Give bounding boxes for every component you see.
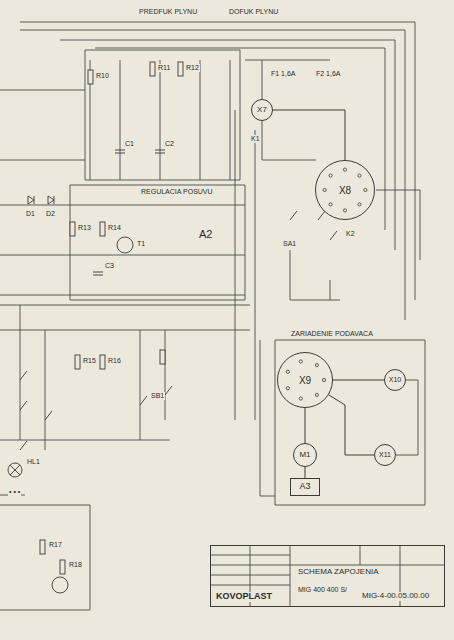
switch-contact — [20, 401, 27, 410]
part-label: SA1 — [282, 240, 297, 248]
switch-contact — [290, 211, 297, 220]
wire-connector — [273, 110, 345, 160]
part-label: R15 — [82, 357, 97, 365]
module-box: A3 — [290, 478, 320, 496]
connector-label: X10 — [389, 376, 401, 384]
connector-circle: X11 — [374, 444, 396, 466]
switch-contact — [330, 231, 337, 240]
resistor-symbol — [88, 70, 93, 84]
part-label: D1 — [25, 210, 36, 218]
part-label: K1 — [250, 135, 261, 143]
connector-circle: X9 — [277, 352, 333, 408]
switch-contact — [140, 396, 147, 405]
connector-circle: X8 — [315, 160, 375, 220]
title-text: MIG 400 400 S/ — [297, 586, 348, 594]
connector-label: X7 — [257, 106, 267, 115]
part-label: R11 — [157, 64, 171, 72]
part-label: R17 — [48, 541, 63, 549]
capacitor-symbol — [115, 150, 125, 153]
transistor-symbol — [117, 237, 133, 253]
part-label: R14 — [107, 224, 122, 232]
resistor-symbol — [150, 62, 155, 76]
capacitor-symbol — [155, 150, 165, 153]
resistor-symbol — [60, 560, 65, 574]
part-label: K2 — [345, 230, 356, 238]
part-label: • • • — [8, 488, 21, 496]
switch-contact — [165, 386, 172, 395]
part-label: DOFUK PLYNU — [228, 8, 279, 16]
block-outline — [70, 50, 245, 300]
resistor-symbol — [100, 355, 105, 369]
wire — [245, 60, 420, 300]
resistor-symbol — [75, 355, 80, 369]
title-text: KOVOPLAST — [215, 592, 273, 602]
resistor-symbol — [160, 350, 165, 364]
connector-circle: M1 — [293, 443, 317, 467]
connector-label: X9 — [299, 375, 311, 386]
resistor-symbol — [178, 62, 183, 76]
wire — [0, 90, 245, 295]
wire-connector — [333, 380, 384, 381]
part-label: PREDFUK PLYNU — [138, 8, 198, 16]
title-text: SCHEMA ZAPOJENIA — [297, 568, 379, 577]
switch-contact — [20, 441, 27, 450]
part-label: C2 — [164, 140, 175, 148]
wire — [0, 110, 255, 450]
lamp-symbol — [10, 465, 20, 475]
lamp-symbol — [8, 463, 22, 477]
part-label: D2 — [45, 210, 56, 218]
connector-circle: X10 — [384, 369, 406, 391]
connector-label: A3 — [299, 482, 310, 492]
wire — [260, 340, 418, 496]
title-text: MIG-4-00.05.00.00 — [361, 592, 430, 601]
part-label: R18 — [68, 561, 83, 569]
part-label: C3 — [104, 262, 115, 270]
block-outline — [275, 340, 425, 505]
wire-connector — [305, 408, 306, 443]
resistor-symbol — [100, 222, 105, 236]
title-block: KOVOPLAST SCHEMA ZAPOJENIA MIG 400 400 S/M… — [210, 545, 445, 607]
switch-contact — [318, 211, 325, 220]
bus-wire — [20, 22, 415, 320]
part-label: F2 1,6A — [315, 70, 342, 78]
part-label: REGULACIA POSUVU — [140, 188, 214, 196]
part-label: ZARIADENIE PODAVACA — [290, 330, 374, 338]
resistor-symbol — [70, 222, 75, 236]
connector-label: X11 — [379, 451, 391, 459]
connector-label: M1 — [299, 451, 310, 460]
diode-symbol — [28, 196, 34, 204]
connector-circle: X7 — [251, 99, 273, 121]
part-label: SB1 — [150, 392, 165, 400]
switch-contact — [20, 371, 27, 380]
diode-symbol — [48, 196, 54, 204]
part-label: C1 — [124, 140, 135, 148]
capacitor-symbol — [93, 272, 103, 275]
part-label: R13 — [77, 224, 92, 232]
connector-label: X8 — [339, 185, 351, 196]
wire-connector — [305, 467, 306, 478]
title-grid — [210, 545, 445, 607]
wire — [0, 440, 170, 610]
part-label: F1 1,6A — [270, 70, 297, 78]
part-label: R10 — [95, 72, 110, 80]
part-label: R12 — [185, 64, 200, 72]
switch-contact — [45, 411, 52, 420]
part-label: R16 — [107, 357, 122, 365]
part-label: HL1 — [26, 458, 41, 466]
part-label: A2 — [198, 228, 213, 240]
resistor-symbol — [40, 540, 45, 554]
transistor-symbol — [52, 577, 68, 593]
wire — [90, 60, 230, 180]
wire-connector — [329, 395, 374, 455]
part-label: T1 — [136, 240, 146, 248]
